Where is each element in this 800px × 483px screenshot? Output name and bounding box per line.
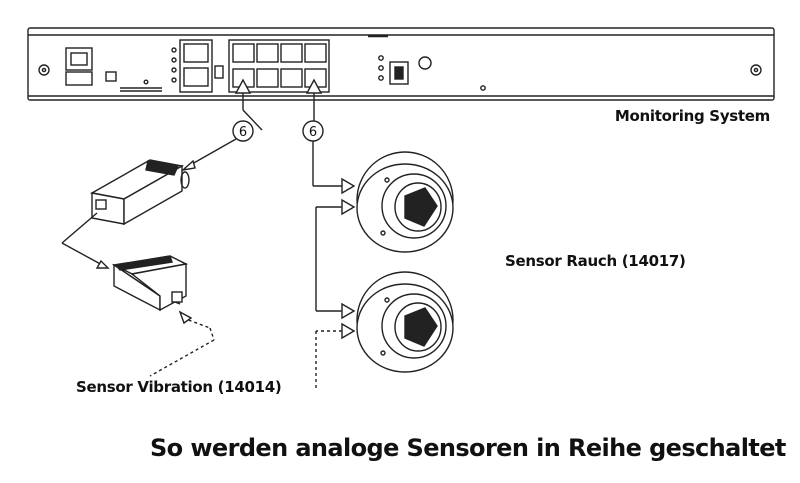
port-connector-right <box>305 78 323 121</box>
vibration-sensor-1 <box>89 159 190 226</box>
smoke-sensor-label: Sensor Rauch (14017) <box>505 252 686 270</box>
smoke-sensor-chain <box>312 141 454 388</box>
callout-left <box>232 120 254 142</box>
port-connector-left <box>234 78 263 131</box>
smoke-sensor-2 <box>356 271 454 373</box>
monitoring-system-label: Monitoring System <box>614 107 770 125</box>
caption: So werden analoge Sensoren in Reihe gesc… <box>150 434 786 462</box>
smoke-sensor-1 <box>356 151 454 253</box>
vibration-sensor-2 <box>111 255 189 312</box>
monitoring-system-device <box>27 27 775 101</box>
callout-right-number: 6 <box>309 125 317 140</box>
callout-left-number: 6 <box>239 125 247 140</box>
vibration-sensor-label: Sensor Vibration (14014) <box>76 378 282 396</box>
vibration-sensor-chain <box>61 138 237 377</box>
